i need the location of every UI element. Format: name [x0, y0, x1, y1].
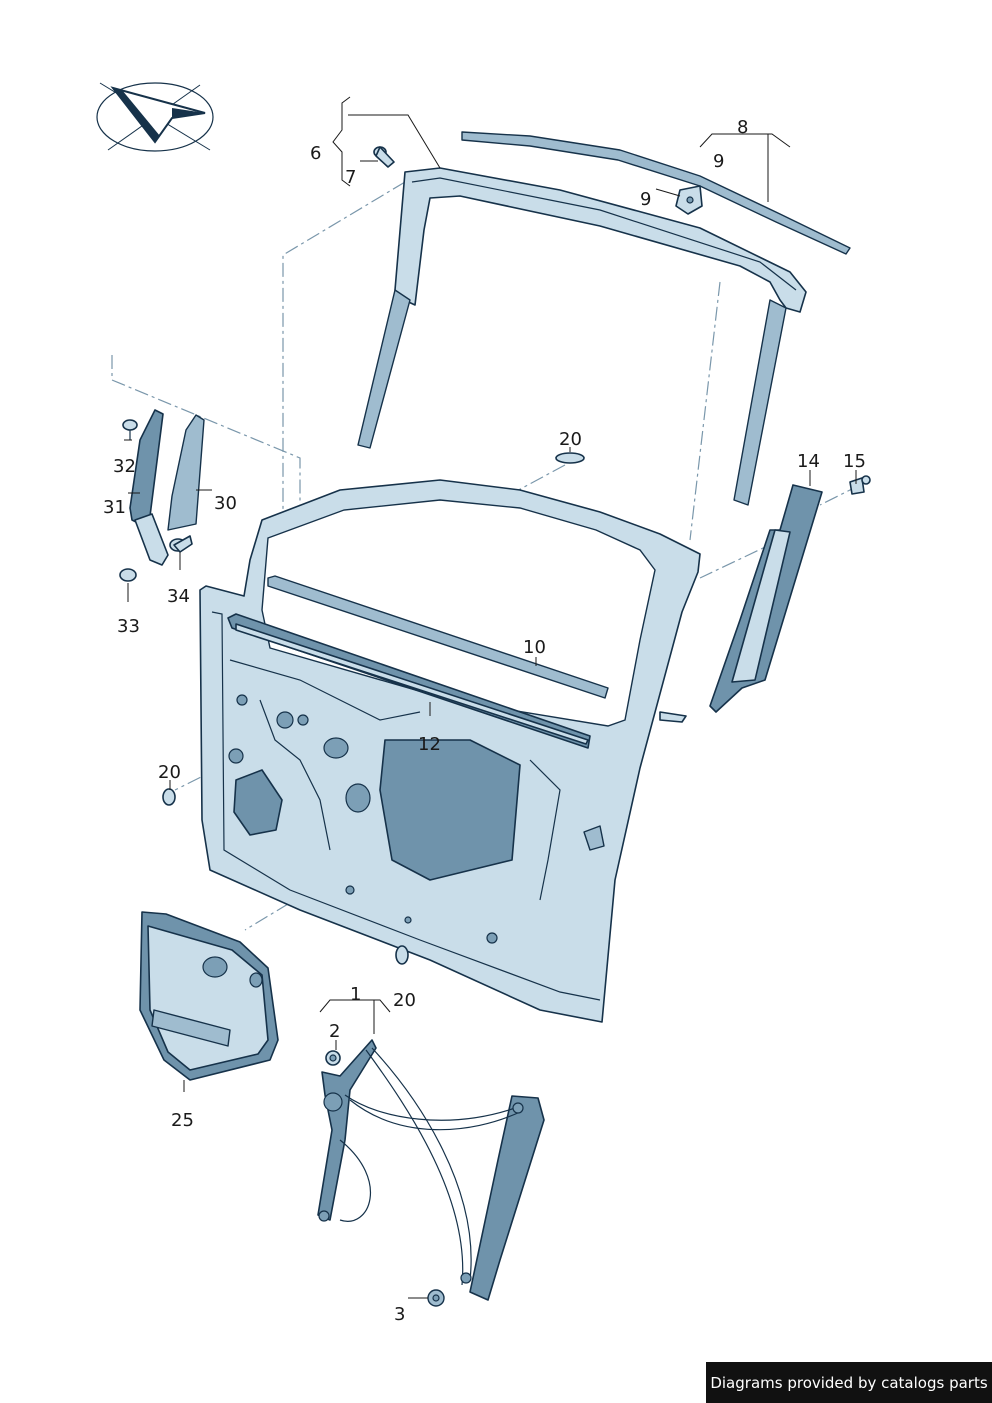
inner-window-weatherstrip — [227, 613, 591, 749]
callout-12: 12 — [418, 734, 441, 755]
callout-9-lower: 9 — [640, 189, 651, 210]
callout-15: 15 — [843, 451, 866, 472]
callout-20-bottom: 20 — [393, 990, 416, 1011]
mirror-triangle-trim — [119, 409, 205, 582]
callout-6: 6 — [310, 143, 321, 164]
callout-9-upper: 9 — [713, 151, 724, 172]
door-shell — [199, 479, 701, 1023]
callout-31: 31 — [103, 497, 126, 518]
orientation-arrow-icon — [96, 82, 214, 152]
callout-34: 34 — [167, 586, 190, 607]
regulator-nut — [325, 1050, 445, 1307]
window-regulator — [317, 1039, 545, 1301]
roof-trim-strip — [461, 131, 851, 255]
credit-banner: Diagrams provided by catalogs parts — [706, 1362, 992, 1403]
frame-bolt — [373, 146, 395, 168]
callout-20-top: 20 — [559, 429, 582, 450]
callout-32: 32 — [113, 456, 136, 477]
door-inner-cover-panel — [139, 911, 279, 1081]
callout-14: 14 — [797, 451, 820, 472]
callout-20-left: 20 — [158, 762, 181, 783]
trim-clip — [675, 185, 703, 215]
callout-2: 2 — [329, 1021, 340, 1042]
callout-8: 8 — [737, 117, 748, 138]
outer-window-weatherstrip — [267, 575, 609, 699]
callout-33: 33 — [117, 616, 140, 637]
callout-10: 10 — [523, 637, 546, 658]
callout-3: 3 — [394, 1304, 405, 1325]
callout-1: 1 — [350, 984, 361, 1005]
callout-25: 25 — [171, 1110, 194, 1131]
callout-7: 7 — [345, 167, 356, 188]
window-channel-frame — [357, 167, 807, 506]
callout-leaders — [124, 96, 857, 1299]
door-seal-rear — [709, 475, 871, 713]
callout-30: 30 — [214, 493, 237, 514]
blanking-plug — [162, 452, 585, 965]
callout-numbers: 6 7 8 9 9 20 14 15 32 31 30 34 33 10 12 … — [103, 117, 866, 1325]
